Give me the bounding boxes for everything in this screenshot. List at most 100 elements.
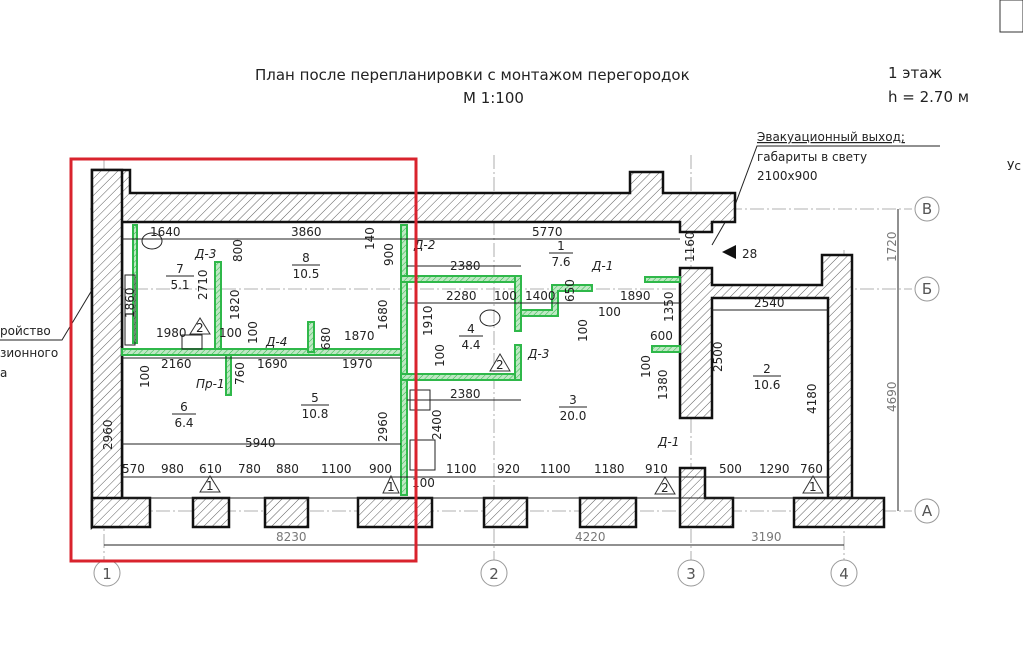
svg-text:500: 500 <box>719 462 742 476</box>
svg-text:1910: 1910 <box>421 305 435 336</box>
svg-text:100: 100 <box>412 476 435 490</box>
room-4: 44.4 <box>459 322 483 352</box>
svg-text:1970: 1970 <box>342 357 373 371</box>
svg-text:1: 1 <box>206 479 214 493</box>
svg-text:2100х900: 2100х900 <box>757 169 818 183</box>
svg-text:1180: 1180 <box>594 462 625 476</box>
svg-text:1690: 1690 <box>257 357 288 371</box>
svg-text:5: 5 <box>311 391 319 405</box>
svg-text:1100: 1100 <box>321 462 352 476</box>
axis-dimensions: 8230 4220 3190 1720 4690 <box>276 231 899 544</box>
room-3: 320.0 <box>559 393 587 423</box>
svg-text:1680: 1680 <box>376 299 390 330</box>
svg-text:1160: 1160 <box>683 231 697 262</box>
svg-text:а: а <box>0 366 7 380</box>
svg-text:7.6: 7.6 <box>551 255 570 269</box>
axis-markers: В Б А 1 2 3 4 <box>93 196 940 587</box>
svg-text:780: 780 <box>238 462 261 476</box>
svg-text:габариты в свету: габариты в свету <box>757 150 867 164</box>
svg-text:Д-4: Д-4 <box>265 335 287 349</box>
svg-text:5.1: 5.1 <box>170 278 189 292</box>
svg-text:100: 100 <box>433 344 447 367</box>
plan-title: План после перепланировки с монтажом пер… <box>255 66 690 84</box>
svg-text:20.0: 20.0 <box>560 409 587 423</box>
svg-text:100: 100 <box>219 326 242 340</box>
svg-text:920: 920 <box>497 462 520 476</box>
room-2: 210.6 <box>753 362 781 392</box>
svg-text:2: 2 <box>196 321 204 335</box>
svg-text:4.4: 4.4 <box>461 338 480 352</box>
svg-text:10.6: 10.6 <box>754 378 781 392</box>
svg-text:Пр-1: Пр-1 <box>196 377 225 391</box>
svg-text:Д-3: Д-3 <box>194 247 216 261</box>
section-markers: 1 2 2 1 2 1 <box>189 317 824 495</box>
svg-text:8230: 8230 <box>276 530 307 544</box>
svg-text:100: 100 <box>494 289 517 303</box>
svg-text:10.5: 10.5 <box>293 267 320 281</box>
svg-text:880: 880 <box>276 462 299 476</box>
svg-text:900: 900 <box>382 243 396 266</box>
stove-icon <box>409 439 436 471</box>
svg-text:2: 2 <box>489 565 499 583</box>
right-cut-text: Ус <box>1007 159 1021 173</box>
toilet-icon <box>141 232 163 250</box>
highlight-frame <box>69 157 418 563</box>
svg-text:1400: 1400 <box>525 289 556 303</box>
svg-text:2710: 2710 <box>196 269 210 300</box>
dimension-lines <box>122 238 830 478</box>
svg-text:А: А <box>922 502 933 520</box>
svg-text:3860: 3860 <box>291 225 322 239</box>
room-labels: 75.1 810.5 17.6 44.4 320.0 210.6 66.4 51… <box>166 239 781 430</box>
svg-text:140: 140 <box>363 227 377 250</box>
room-7: 75.1 <box>166 262 194 292</box>
svg-text:100: 100 <box>576 319 590 342</box>
svg-text:900: 900 <box>369 462 392 476</box>
svg-text:2: 2 <box>496 358 504 372</box>
svg-text:800: 800 <box>231 239 245 262</box>
door-labels: Д-3 Д-2 Д-1 Д-3 Д-4 Пр-1 Д-1 <box>194 238 679 449</box>
svg-text:2380: 2380 <box>450 259 481 273</box>
svg-text:3190: 3190 <box>751 530 782 544</box>
svg-text:10.8: 10.8 <box>302 407 329 421</box>
svg-text:760: 760 <box>800 462 823 476</box>
evacuation-arrow: 28 <box>722 245 757 261</box>
toilet-icon <box>479 309 501 327</box>
svg-text:1350: 1350 <box>662 291 676 322</box>
svg-text:650: 650 <box>563 279 577 302</box>
svg-text:Эвакуационный выход;: Эвакуационный выход; <box>757 130 905 144</box>
svg-text:610: 610 <box>199 462 222 476</box>
room-5: 510.8 <box>301 391 329 421</box>
sink-icon <box>181 334 203 350</box>
svg-text:1860: 1860 <box>123 287 137 318</box>
svg-text:1: 1 <box>809 480 817 494</box>
svg-text:1380: 1380 <box>656 369 670 400</box>
svg-text:1890: 1890 <box>620 289 651 303</box>
corner-frame <box>999 0 1023 33</box>
svg-text:4220: 4220 <box>575 530 606 544</box>
svg-text:28: 28 <box>742 247 757 261</box>
svg-text:1720: 1720 <box>885 231 899 262</box>
plan-scale: М 1:100 <box>463 89 524 107</box>
svg-text:3: 3 <box>569 393 577 407</box>
svg-text:600: 600 <box>650 329 673 343</box>
dimension-labels: 1640 3860 140 900 800 2710 1820 1860 198… <box>101 225 823 490</box>
svg-text:4: 4 <box>467 322 475 336</box>
svg-text:Д-3: Д-3 <box>527 347 549 361</box>
svg-text:2960: 2960 <box>376 411 390 442</box>
svg-text:4690: 4690 <box>885 381 899 412</box>
svg-text:1980: 1980 <box>156 326 187 340</box>
fixtures <box>124 232 501 471</box>
svg-text:Б: Б <box>922 280 932 298</box>
svg-text:2500: 2500 <box>711 341 725 372</box>
svg-text:680: 680 <box>319 327 333 350</box>
svg-text:Д-1: Д-1 <box>657 435 679 449</box>
svg-text:1: 1 <box>102 565 112 583</box>
svg-text:2400: 2400 <box>430 409 444 440</box>
svg-text:8: 8 <box>302 251 310 265</box>
svg-text:3: 3 <box>686 565 696 583</box>
svg-text:980: 980 <box>161 462 184 476</box>
svg-text:6: 6 <box>180 400 188 414</box>
svg-text:1100: 1100 <box>540 462 571 476</box>
svg-text:1: 1 <box>557 239 565 253</box>
